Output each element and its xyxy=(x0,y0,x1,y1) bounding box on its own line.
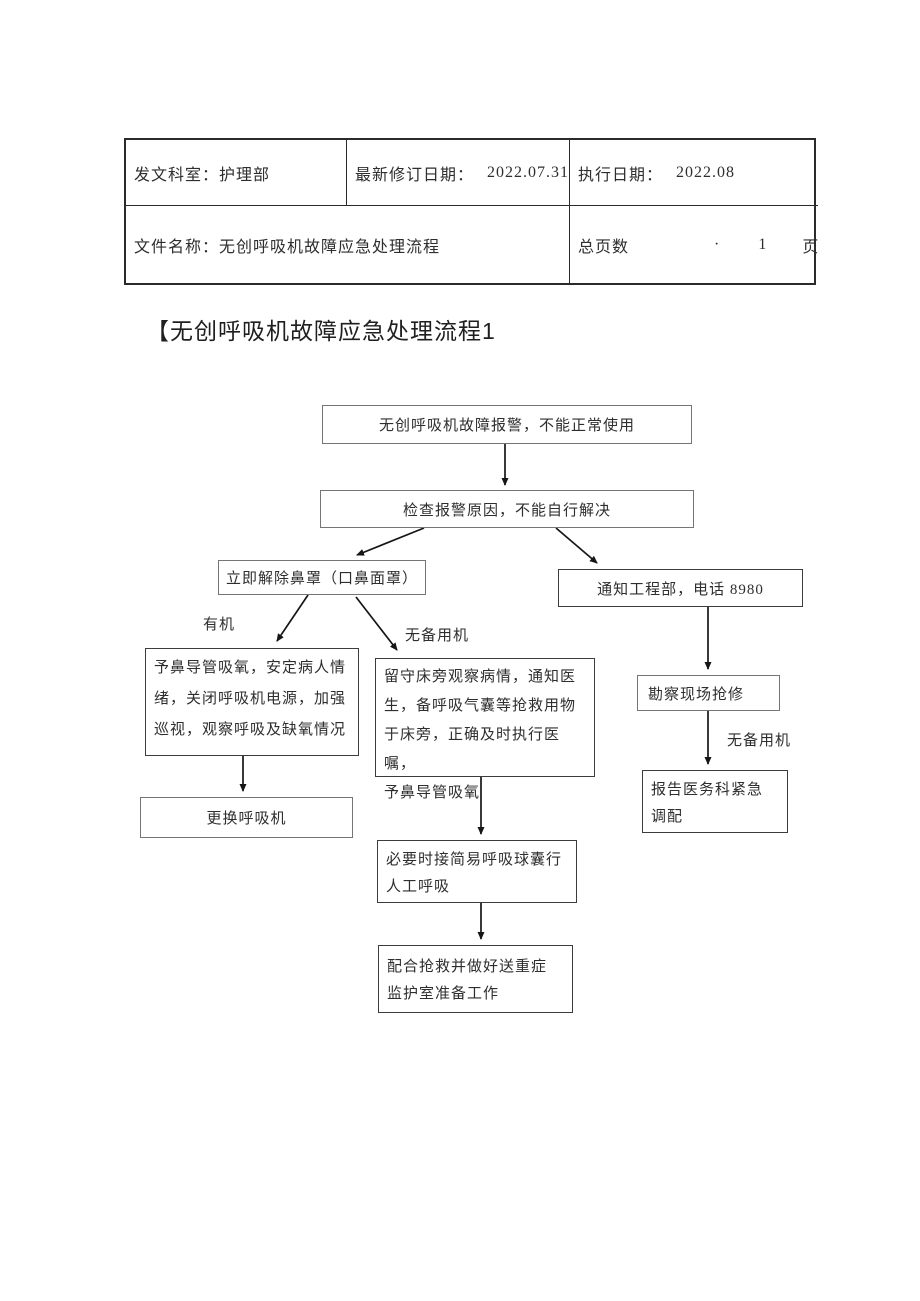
table-cell-issuing-dept: 发文科室：护理部 xyxy=(126,140,347,206)
flow-node-icu-prep-line2: 监护室准备工作 xyxy=(387,986,500,1002)
branch-label-has-machine: 有机 xyxy=(203,617,236,633)
flow-node-site-repair-text: 勘察现场抢修 xyxy=(648,686,745,703)
branch-label-no-backup-right: 无备用机 xyxy=(727,733,792,749)
arrow-check-to-remove-mask xyxy=(356,527,425,556)
flow-node-replace: 更换呼吸机 xyxy=(140,797,353,838)
revision-date-value: 2022.07.31 xyxy=(487,163,570,181)
issuing-dept-value: 护理部 xyxy=(219,166,271,184)
flow-node-bedside: 留守床旁观察病情，通知医 生，备呼吸气囊等抢救用物 于床旁，正确及时执行医嘱， … xyxy=(375,658,595,801)
flow-node-bedside-line4: 予鼻导管吸氧 xyxy=(384,785,481,801)
flow-node-report-medical-line2: 调配 xyxy=(651,809,684,825)
flow-node-bedside-line3: 于床旁，正确及时执行医嘱， xyxy=(384,727,561,772)
table-cell-total-pages: 总页数 · 1 页 xyxy=(570,206,818,283)
flow-node-report-medical: 报告医务科紧急 调配 xyxy=(642,770,788,833)
flow-node-icu-prep: 配合抢救并做好送重症 监护室准备工作 xyxy=(378,945,573,1013)
flow-node-alarm: 无创呼吸机故障报警，不能正常使用 xyxy=(322,405,692,444)
table-cell-file-name: 文件名称：无创呼吸机故障应急处理流程 xyxy=(126,206,570,283)
issuing-dept-label: 发文科室： xyxy=(134,166,220,184)
file-name-value: 无创呼吸机故障应急处理流程 xyxy=(219,238,441,256)
flow-node-replace-text: 更换呼吸机 xyxy=(206,811,287,827)
arrow-remove-mask-to-bedside xyxy=(355,596,398,651)
flow-node-nasal-oxygen: 予鼻导管吸氧，安定病人情 绪，关闭呼吸机电源，加强 巡视，观察呼吸及缺氧情况 xyxy=(145,648,359,756)
flow-node-manual-vent-line1: 必要时接简易呼吸球囊行 xyxy=(386,852,563,868)
flow-node-report-medical-line1: 报告医务科紧急 xyxy=(651,782,764,798)
flow-node-nasal-oxygen-line2: 绪，关闭呼吸机电源，加强 xyxy=(154,691,347,707)
flow-node-icu-prep-line1: 配合抢救并做好送重症 xyxy=(387,959,548,975)
flow-node-manual-vent: 必要时接简易呼吸球囊行 人工呼吸 xyxy=(377,840,577,903)
flow-node-bedside-line2: 生，备呼吸气囊等抢救用物 xyxy=(384,698,577,714)
flow-node-bedside-line1: 留守床旁观察病情，通知医 xyxy=(384,669,577,685)
execution-date-label: 执行日期： xyxy=(578,166,664,184)
flow-node-nasal-oxygen-line1: 予鼻导管吸氧，安定病人情 xyxy=(154,660,347,676)
flow-node-check: 检查报警原因，不能自行解决 xyxy=(320,490,694,528)
flow-node-remove-mask: 立即解除鼻罩（口鼻面罩） xyxy=(218,560,426,595)
flow-node-remove-mask-text: 立即解除鼻罩（口鼻面罩） xyxy=(225,571,418,587)
table-cell-revision-date: 最新修订日期： 2022.07.31 xyxy=(347,140,570,206)
flow-node-alarm-text: 无创呼吸机故障报警，不能正常使用 xyxy=(378,418,635,434)
total-pages-label: 总页数 xyxy=(578,238,630,256)
total-pages-value: 1 xyxy=(758,235,768,253)
page-title: 【无创呼吸机故障应急处理流程1 xyxy=(146,318,496,344)
total-pages-unit: 页 xyxy=(802,238,820,256)
document-header-table: 发文科室：护理部 最新修订日期：2022.07.31 执行日期：2022.08 … xyxy=(124,138,818,285)
arrow-check-to-notify-eng xyxy=(555,527,598,564)
flow-node-manual-vent-line2: 人工呼吸 xyxy=(386,879,451,895)
execution-date-value: 2022.08 xyxy=(676,163,736,181)
arrow-remove-mask-to-nasal-oxygen xyxy=(276,594,309,642)
branch-label-no-backup-mid: 无备用机 xyxy=(405,628,470,644)
flow-node-nasal-oxygen-line3: 巡视，观察呼吸及缺氧情况 xyxy=(154,722,347,738)
flow-node-check-text: 检查报警原因，不能自行解决 xyxy=(402,502,611,519)
flow-node-notify-eng: 通知工程部，电话 8980 xyxy=(558,569,803,607)
revision-date-label: 最新修订日期： xyxy=(355,166,475,184)
total-pages-dot: · xyxy=(714,235,721,253)
file-name-label: 文件名称： xyxy=(134,238,220,256)
table-cell-execution-date: 执行日期： 2022.08 xyxy=(570,140,818,206)
flow-node-notify-eng-text: 通知工程部，电话 8980 xyxy=(597,581,764,598)
flow-node-site-repair: 勘察现场抢修 xyxy=(637,675,780,711)
